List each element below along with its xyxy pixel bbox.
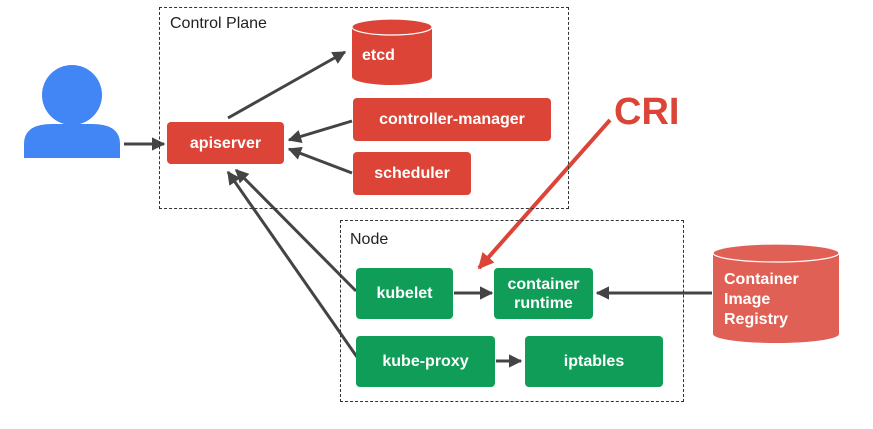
apiserver-box[interactable]: apiserver	[167, 122, 284, 164]
container-runtime-label: container runtime	[507, 275, 580, 312]
arrow-controller-manager-to-apiserver	[287, 119, 353, 143]
kube-proxy-label: kube-proxy	[382, 353, 469, 370]
node-label: Node	[350, 231, 389, 248]
registry-cylinder-icon	[712, 243, 840, 343]
iptables-box[interactable]: iptables	[525, 336, 663, 387]
arrow-apiserver-to-etcd	[227, 50, 347, 120]
iptables-label: iptables	[563, 353, 625, 370]
user-icon	[24, 65, 120, 158]
control-plane-label: Control Plane	[170, 15, 267, 32]
etcd-cylinder-icon	[351, 18, 433, 85]
controller-manager-label: controller-manager	[379, 111, 525, 128]
registry-label: Container Image Registry	[724, 271, 799, 328]
container-runtime-box[interactable]: container runtime	[494, 268, 593, 319]
arrow-scheduler-to-apiserver	[287, 147, 353, 175]
scheduler-box[interactable]: scheduler	[353, 152, 471, 195]
node-frame	[340, 220, 684, 402]
cri-pointer-arrow	[477, 118, 612, 270]
arrow-kubelet-to-apiserver	[234, 168, 358, 293]
kube-proxy-box[interactable]: kube-proxy	[356, 336, 495, 387]
control-plane-frame	[159, 7, 569, 209]
etcd-label: etcd	[362, 47, 395, 64]
arrow-kube-proxy-to-apiserver	[226, 170, 359, 358]
scheduler-label: scheduler	[374, 165, 450, 182]
controller-manager-box[interactable]: controller-manager	[353, 98, 551, 141]
kubelet-box[interactable]: kubelet	[356, 268, 453, 319]
cri-label: CRI	[614, 91, 680, 133]
kubelet-label: kubelet	[376, 285, 433, 302]
apiserver-label: apiserver	[189, 134, 262, 152]
